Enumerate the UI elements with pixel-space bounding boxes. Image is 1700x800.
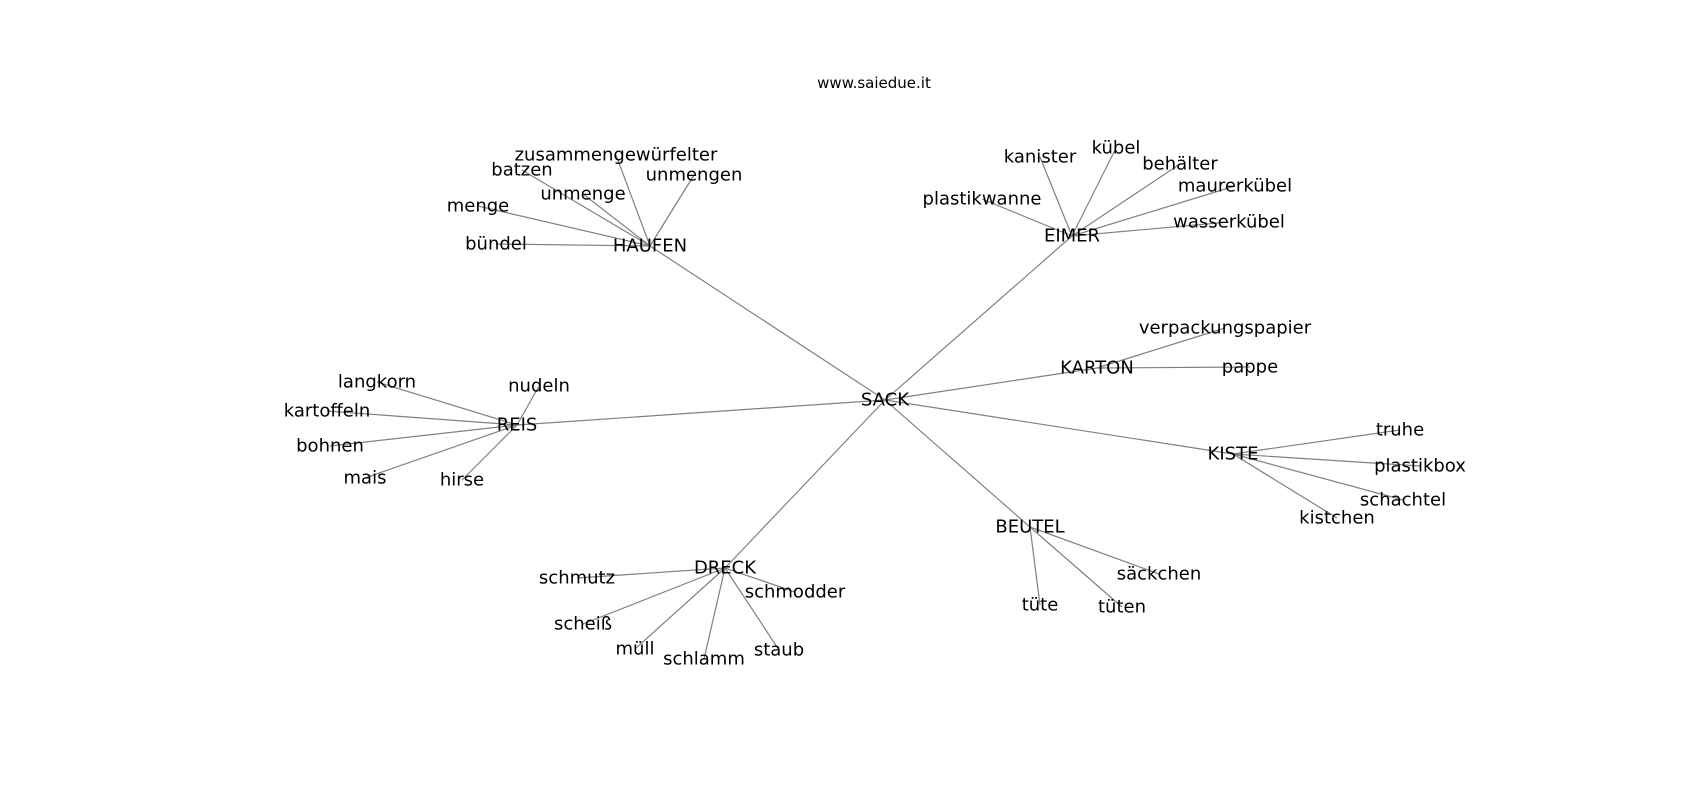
edge-reis-bohnen bbox=[329, 424, 518, 447]
leaf-node-kuebel: kübel bbox=[1092, 138, 1141, 159]
leaf-node-tuete: tüte bbox=[1022, 595, 1059, 616]
edge-beutel-saeckchen bbox=[1029, 526, 1160, 575]
leaf-node-schmodder: schmodder bbox=[745, 582, 846, 603]
hub-node-beutel: BEUTEL bbox=[995, 517, 1064, 538]
leaf-node-kartoffeln: kartoffeln bbox=[284, 401, 371, 422]
leaf-node-zusammengewuerfelter: zusammengewürfelter bbox=[515, 145, 718, 166]
hub-node-karton: KARTON bbox=[1060, 358, 1134, 379]
leaf-node-staub: staub bbox=[754, 640, 804, 661]
leaf-node-unmenge: unmenge bbox=[540, 184, 625, 205]
leaf-node-behaelter: behälter bbox=[1142, 154, 1218, 175]
edge-eimer-plastikwanne bbox=[981, 198, 1073, 237]
edge-eimer-maurerkuebel bbox=[1071, 185, 1236, 237]
leaf-node-schachtel: schachtel bbox=[1360, 490, 1446, 511]
node-label-layer: SACK HAUFEN EIMER KARTON KISTE BEUTEL DRECK REI… bbox=[284, 138, 1467, 670]
leaf-node-truhe: truhe bbox=[1376, 420, 1424, 441]
edge-haufen-zusammengewuerfelter bbox=[615, 154, 651, 247]
hub-node-haufen: HAUFEN bbox=[613, 236, 687, 257]
edge-haufen-batzen bbox=[521, 169, 651, 247]
hub-node-dreck: DRECK bbox=[694, 558, 757, 579]
edge-haufen-unmengen bbox=[649, 174, 695, 247]
edge-sack-karton bbox=[884, 367, 1098, 401]
edge-reis-mais bbox=[364, 424, 518, 479]
edge-sack-kiste bbox=[884, 399, 1234, 455]
edge-sack-eimer bbox=[884, 235, 1073, 401]
leaf-node-kanister: kanister bbox=[1004, 147, 1077, 168]
leaf-node-unmengen: unmengen bbox=[646, 165, 743, 186]
edge-sack-haufen bbox=[649, 245, 886, 401]
edge-beutel-tueten bbox=[1029, 526, 1123, 608]
edge-dreck-schmutz bbox=[576, 567, 726, 579]
leaf-node-verpackungspapier: verpackungspapier bbox=[1139, 318, 1312, 339]
leaf-node-saeckchen: säckchen bbox=[1117, 564, 1202, 585]
leaf-node-scheiss: scheiß bbox=[554, 614, 612, 635]
leaf-node-plastikbox: plastikbox bbox=[1374, 456, 1466, 477]
leaf-node-maurerkuebel: maurerkübel bbox=[1178, 176, 1292, 197]
edge-dreck-schlamm bbox=[703, 567, 726, 660]
leaf-node-pappe: pappe bbox=[1222, 357, 1278, 378]
edge-reis-kartoffeln bbox=[326, 410, 518, 426]
edge-haufen-unmenge bbox=[582, 193, 651, 247]
edge-haufen-buendel bbox=[495, 243, 651, 247]
leaf-node-schmutz: schmutz bbox=[539, 568, 615, 589]
edge-sack-dreck bbox=[724, 399, 886, 569]
edge-dreck-scheiss bbox=[582, 567, 726, 625]
edge-karton-verpackungspapier bbox=[1096, 327, 1226, 369]
leaf-node-langkorn: langkorn bbox=[338, 372, 416, 393]
edge-eimer-wasserkuebel bbox=[1071, 221, 1230, 237]
edge-dreck-staub bbox=[724, 567, 780, 651]
edge-kiste-plastikbox bbox=[1232, 453, 1421, 467]
leaf-node-menge: menge bbox=[447, 196, 510, 217]
edge-kiste-truhe bbox=[1232, 429, 1401, 455]
hub-node-eimer: EIMER bbox=[1044, 226, 1100, 247]
edge-reis-langkorn bbox=[376, 381, 518, 426]
leaf-node-kistchen: kistchen bbox=[1299, 508, 1375, 529]
leaf-node-hirse: hirse bbox=[440, 470, 484, 491]
edge-kiste-schachtel bbox=[1232, 453, 1404, 501]
edge-layer bbox=[326, 147, 1421, 660]
edge-sack-beutel bbox=[884, 399, 1031, 528]
leaf-node-tueten: tüten bbox=[1098, 597, 1146, 618]
leaf-node-buendel: bündel bbox=[465, 234, 527, 255]
leaf-node-mais: mais bbox=[344, 468, 387, 489]
edge-kiste-kistchen bbox=[1232, 453, 1338, 519]
source-label: www.saiedue.it bbox=[817, 74, 931, 92]
leaf-node-schlamm: schlamm bbox=[663, 649, 745, 670]
leaf-node-bohnen: bohnen bbox=[296, 436, 364, 457]
edge-reis-nudeln bbox=[516, 385, 540, 426]
hub-node-reis: REIS bbox=[497, 415, 538, 436]
edge-reis-hirse bbox=[461, 424, 518, 481]
edge-karton-pappe bbox=[1096, 366, 1251, 369]
hub-node-kiste: KISTE bbox=[1208, 444, 1259, 465]
edge-sack-reis bbox=[516, 399, 886, 426]
leaf-node-muell: müll bbox=[616, 639, 655, 660]
leaf-node-nudeln: nudeln bbox=[508, 376, 570, 397]
leaf-node-plastikwanne: plastikwanne bbox=[923, 189, 1042, 210]
edge-eimer-kuebel bbox=[1071, 147, 1117, 237]
leaf-node-wasserkuebel: wasserkübel bbox=[1173, 212, 1285, 233]
edge-dreck-schmodder bbox=[724, 567, 796, 593]
leaf-node-batzen: batzen bbox=[491, 160, 552, 181]
hub-node-sack: SACK bbox=[861, 390, 910, 411]
edge-eimer-behaelter bbox=[1071, 163, 1181, 237]
edge-dreck-muell bbox=[634, 567, 726, 650]
edge-beutel-tuete bbox=[1029, 526, 1041, 606]
edge-eimer-kanister bbox=[1039, 156, 1073, 237]
edge-haufen-menge bbox=[477, 205, 651, 247]
